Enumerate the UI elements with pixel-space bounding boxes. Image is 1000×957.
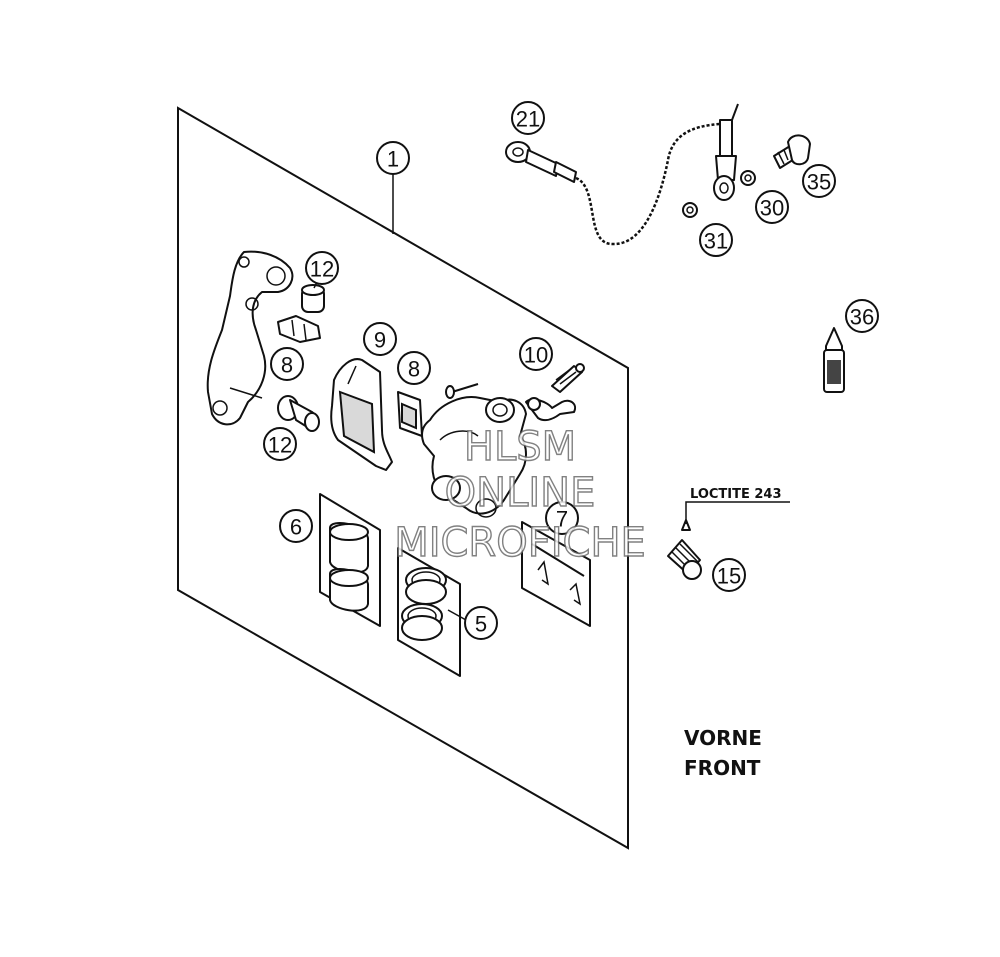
piston-kit xyxy=(319,493,381,627)
vorne-label: VORNE xyxy=(684,726,762,750)
caliper-bolt xyxy=(667,519,702,580)
callout-number: 6 xyxy=(290,515,302,540)
kit-panel xyxy=(177,106,629,850)
callout-circle xyxy=(270,347,304,381)
callout-30: 30 xyxy=(755,190,789,224)
callout-circle xyxy=(845,299,879,333)
callout-number: 10 xyxy=(524,343,548,368)
callout-12: 12 xyxy=(305,251,339,285)
front-label: FRONT xyxy=(684,756,761,780)
callout-circle xyxy=(376,141,410,175)
callout-circle xyxy=(545,501,579,535)
callout-circle xyxy=(699,223,733,257)
callout-circle xyxy=(363,322,397,356)
callout-number: 8 xyxy=(281,353,293,378)
callout-8: 8 xyxy=(270,347,304,381)
pad-clip-lower xyxy=(397,391,423,437)
guide-pin-lower xyxy=(277,395,320,432)
loctite-label: LOCTITE 243 xyxy=(690,487,782,502)
watermark-line3: MICROFICHE xyxy=(394,520,646,566)
callout-6: 6 xyxy=(279,509,313,543)
callout-12: 12 xyxy=(263,427,297,461)
callout-number: 1 xyxy=(387,147,399,172)
callout-number: 21 xyxy=(516,107,540,132)
callout-8: 8 xyxy=(397,351,431,385)
brake-line xyxy=(505,103,739,246)
seal-kit xyxy=(397,547,461,677)
callout-35: 35 xyxy=(802,164,836,198)
bleeder-cap xyxy=(525,397,576,422)
washer-30 xyxy=(740,170,756,186)
callout-number: 31 xyxy=(704,229,728,254)
leader-loctite xyxy=(685,501,790,524)
callout-number: 8 xyxy=(408,357,420,382)
leader-5 xyxy=(447,609,467,621)
callout-31: 31 xyxy=(699,223,733,257)
watermark-line1: HLSM xyxy=(464,424,576,470)
loctite-bottle xyxy=(823,327,845,393)
callout-circle xyxy=(519,337,553,371)
callout-circle xyxy=(263,427,297,461)
callout-circle xyxy=(305,251,339,285)
callout-number: 15 xyxy=(717,564,741,589)
callout-circle xyxy=(279,509,313,543)
callout-number: 5 xyxy=(475,612,487,637)
washer-31 xyxy=(682,202,698,218)
callout-circle xyxy=(397,351,431,385)
caliper-bracket xyxy=(206,250,294,426)
callout-circle xyxy=(511,101,545,135)
callout-number: 12 xyxy=(268,433,292,458)
callout-circle xyxy=(464,606,498,640)
callout-5: 5 xyxy=(464,606,498,640)
callout-number: 7 xyxy=(556,507,568,532)
brake-pad xyxy=(330,358,393,471)
callout-circle xyxy=(755,190,789,224)
callout-number: 12 xyxy=(310,257,334,282)
callout-number: 30 xyxy=(760,196,784,221)
callout-circle xyxy=(712,558,746,592)
callout-21: 21 xyxy=(511,101,545,135)
pin-kit xyxy=(521,521,591,627)
pad-clip-upper xyxy=(277,315,321,343)
caliper-body xyxy=(421,383,527,518)
callout-10: 10 xyxy=(519,337,553,371)
rubber-boot-upper xyxy=(301,284,325,313)
callout-9: 9 xyxy=(363,322,397,356)
callout-number: 9 xyxy=(374,328,386,353)
callout-number: 36 xyxy=(850,305,874,330)
callout-1: 1 xyxy=(376,141,410,175)
banjo-bolt xyxy=(773,134,811,169)
watermark-line2: ONLINE xyxy=(445,470,596,516)
bleeder-screw xyxy=(551,363,585,393)
callout-36: 36 xyxy=(845,299,879,333)
callout-15: 15 xyxy=(712,558,746,592)
callout-number: 35 xyxy=(807,170,831,195)
callout-7: 7 xyxy=(545,501,579,535)
callout-circle xyxy=(802,164,836,198)
